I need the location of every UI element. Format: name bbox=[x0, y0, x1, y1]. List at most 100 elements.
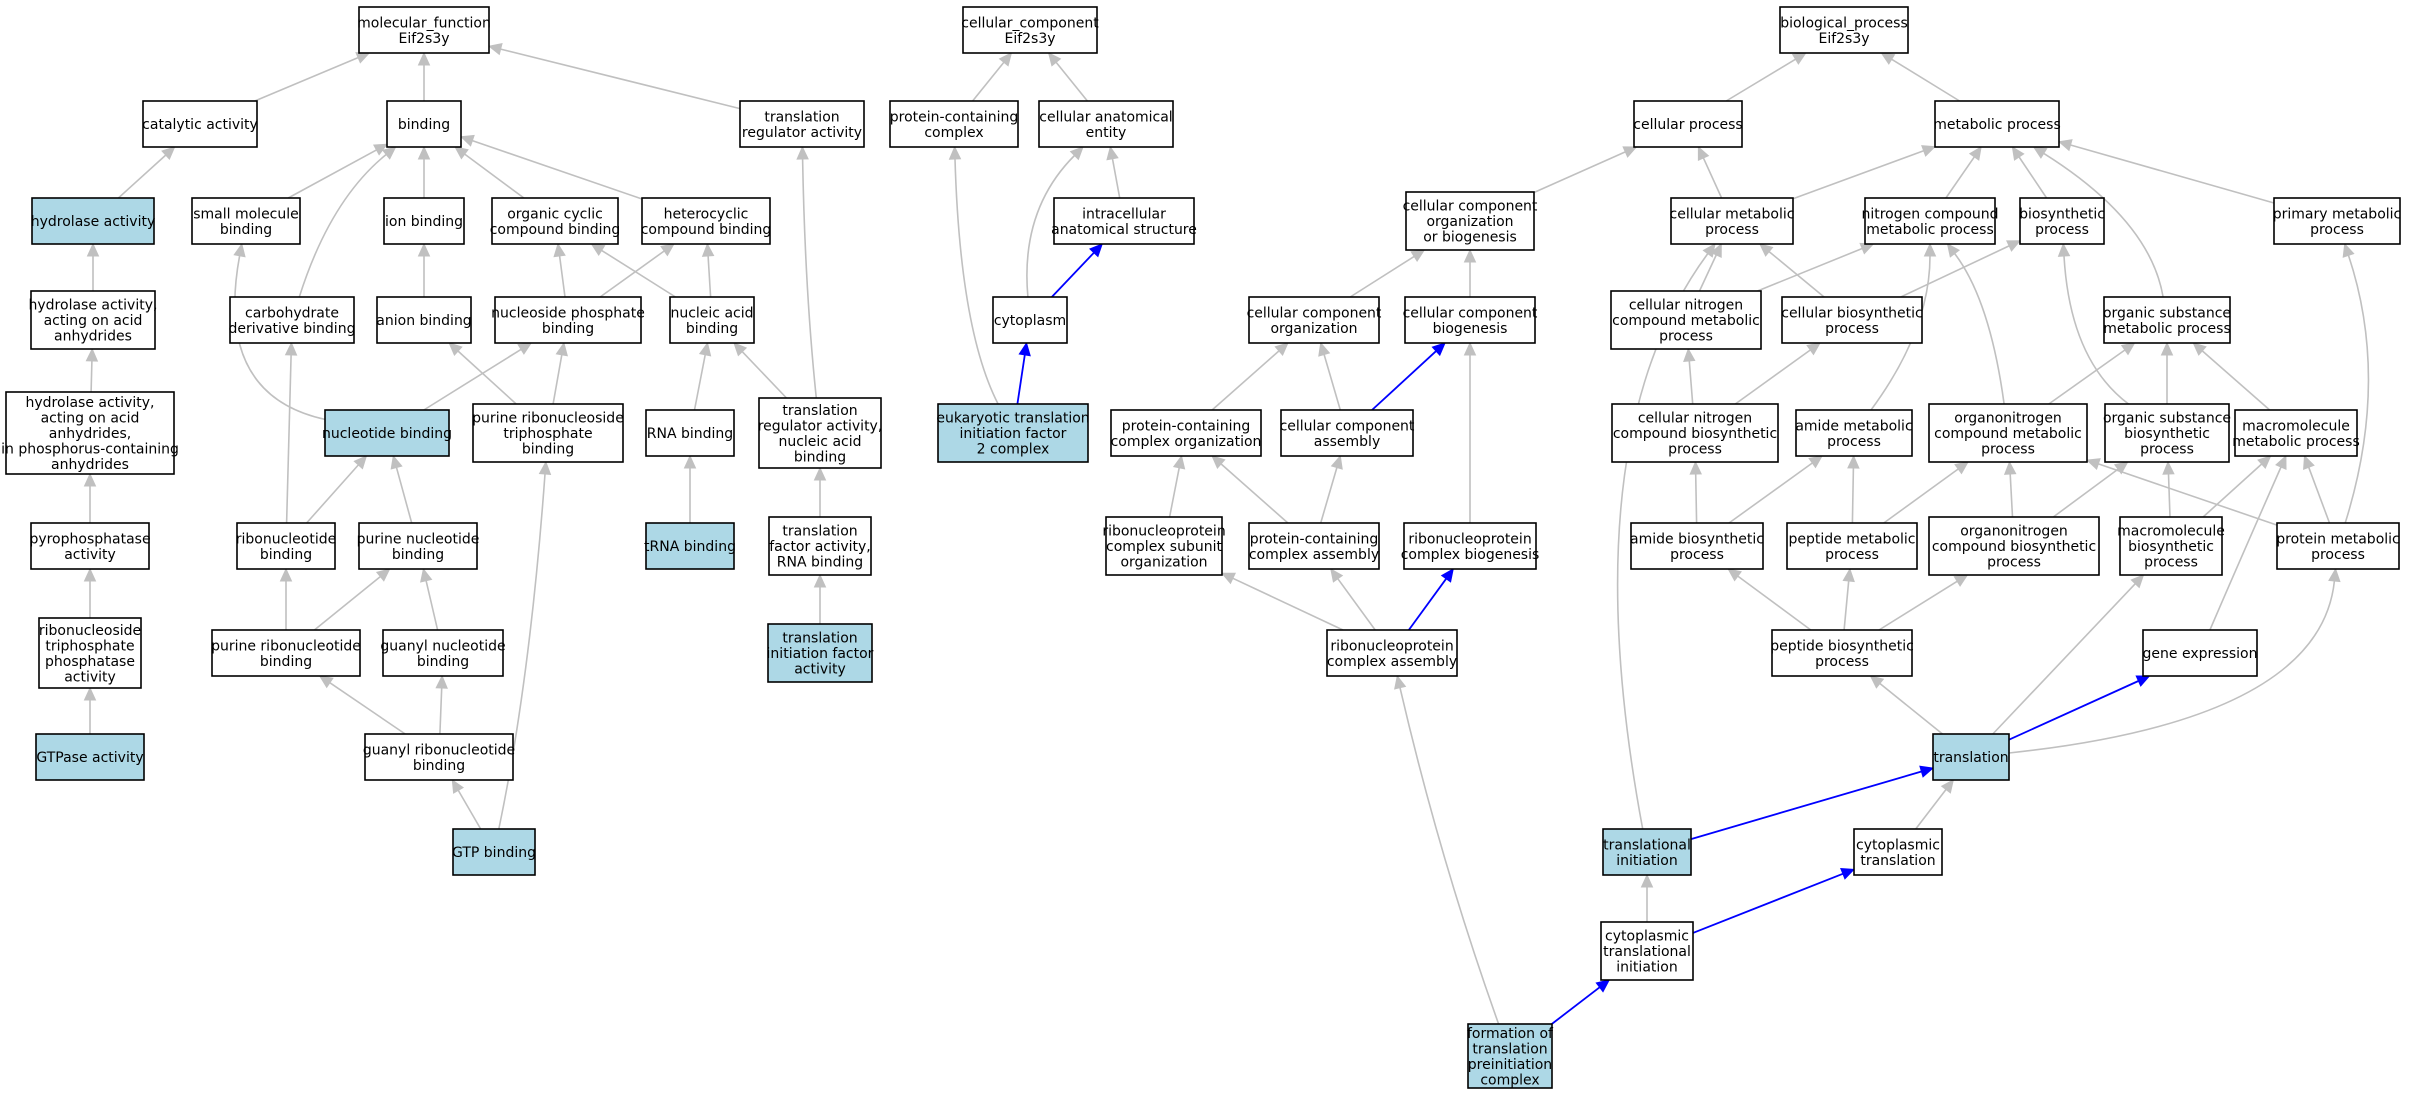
node-box bbox=[889, 100, 1019, 148]
edge-arrowhead bbox=[590, 243, 606, 257]
edge-orgnitro_bio-to-org_sub_bio bbox=[2052, 461, 2129, 518]
edge-nucleotide-to-nuc_phos bbox=[423, 342, 533, 411]
edge-arrowhead bbox=[1968, 146, 1982, 161]
node-label-line: metabolic process bbox=[1933, 117, 2061, 133]
node-label-line: process bbox=[1815, 654, 1869, 670]
edge-line bbox=[1843, 580, 1850, 631]
edge-line bbox=[1026, 154, 1076, 298]
edge-arrowhead bbox=[161, 146, 176, 161]
edges-layer bbox=[83, 43, 2370, 1025]
edge-line bbox=[425, 580, 439, 631]
node-label-line: 2 complex bbox=[977, 442, 1050, 458]
node-label-line: hydrolase activity, bbox=[26, 395, 155, 411]
node-label-line: complex bbox=[924, 125, 983, 141]
edge-line bbox=[1016, 354, 1026, 405]
edge-arrowhead bbox=[1842, 567, 1855, 583]
node-label-line: initiation bbox=[1616, 853, 1677, 869]
edge-translation-to-macro_bio bbox=[1992, 574, 2145, 735]
node-label-line: nucleoside phosphate bbox=[491, 305, 645, 321]
node-label-line: anatomical structure bbox=[1051, 222, 1197, 238]
node-box bbox=[1600, 921, 1694, 981]
node-label-line: hydrolase activity bbox=[31, 214, 156, 230]
node-label-line: GTPase activity bbox=[36, 750, 143, 766]
node-label-line: biosynthetic bbox=[2019, 206, 2105, 222]
edge-arrowhead bbox=[372, 143, 389, 156]
edge-tif-to-tf_rna bbox=[813, 573, 827, 624]
node-box bbox=[2119, 516, 2223, 576]
node-label-line: peptide metabolic bbox=[1789, 531, 1916, 547]
node-label-line: RNA binding bbox=[777, 555, 863, 571]
node-box bbox=[1928, 403, 2088, 463]
edge-line bbox=[254, 56, 359, 102]
node-box bbox=[1670, 197, 1794, 245]
edge-line bbox=[693, 354, 706, 411]
node-label-line: binding bbox=[417, 654, 469, 670]
edge-line bbox=[423, 348, 522, 411]
edge-arrowhead bbox=[2003, 460, 2017, 475]
edge-line bbox=[2167, 473, 2171, 518]
node-label-line: translation bbox=[1472, 1041, 1547, 1057]
edge-line bbox=[1883, 468, 1959, 524]
edge-line bbox=[1232, 577, 1344, 631]
node-label-line: regulator activity, bbox=[758, 418, 883, 434]
node-box bbox=[2276, 522, 2400, 570]
edge-arrowhead bbox=[998, 52, 1013, 67]
edge-pur_nuc-to-nucleotide bbox=[390, 454, 413, 524]
edge-guanyl_nuc-to-pur_nuc bbox=[420, 567, 439, 631]
node-label-line: nucleic acid bbox=[778, 434, 861, 450]
node-box bbox=[641, 197, 771, 245]
edge-line bbox=[2009, 473, 2014, 518]
edge-arrowhead bbox=[353, 455, 368, 470]
edge-line bbox=[1323, 354, 1342, 411]
edge-arrowhead bbox=[2328, 567, 2341, 583]
edge-arrowhead bbox=[698, 341, 712, 357]
node-label-line: compound biosynthetic bbox=[1932, 539, 2096, 555]
edge-arrowhead bbox=[1869, 675, 1885, 689]
go-term-node-metab: metabolic process bbox=[1933, 100, 2061, 148]
node-label-line: translation bbox=[782, 403, 857, 419]
edge-ion_bind-to-binding bbox=[417, 145, 431, 198]
node-label-line: Eif2s3y bbox=[1818, 31, 1869, 47]
edge-cell_biosyn-to-biosyn bbox=[1900, 240, 2022, 298]
edge-trans_init-to-translation bbox=[1690, 765, 1935, 840]
edge-pyro-to-hydro_p bbox=[83, 472, 97, 523]
node-label-line: guanyl nucleotide bbox=[380, 638, 505, 654]
edge-pur_rib_tri-to-anion bbox=[448, 342, 517, 405]
edge-cell_nitro_bio-to-cell_nitro bbox=[1683, 347, 1696, 405]
edge-pep_bio-to-orgnitro_bio bbox=[1878, 574, 1969, 631]
edge-line bbox=[500, 48, 741, 110]
edge-arrowhead bbox=[1806, 342, 1821, 356]
edge-cytoplasm-to-cell_anat bbox=[1026, 146, 1084, 298]
node-label-line: organization bbox=[1270, 321, 1357, 337]
node-label-line: process bbox=[1825, 547, 1879, 563]
node-box bbox=[758, 397, 882, 469]
edge-line bbox=[1319, 467, 1338, 524]
node-label-line: compound biosynthetic bbox=[1613, 426, 1777, 442]
node-label-line: process bbox=[2311, 547, 2365, 563]
node-box bbox=[386, 100, 462, 148]
edge-arrowhead bbox=[454, 146, 469, 160]
edge-arrowhead bbox=[1940, 779, 1955, 794]
node-box bbox=[2019, 197, 2105, 245]
edge-hydro_acid-to-hydrolase bbox=[86, 242, 100, 291]
node-box bbox=[376, 296, 472, 344]
node-label-line: process bbox=[1705, 222, 1759, 238]
node-box bbox=[1781, 296, 1923, 344]
edge-arrowhead bbox=[1697, 145, 1710, 161]
edge-trna-to-rna_bind bbox=[683, 454, 697, 523]
node-box bbox=[1105, 516, 1223, 576]
edge-arrowhead bbox=[1088, 243, 1104, 258]
edge-line bbox=[1757, 247, 1863, 292]
edge-line bbox=[1051, 252, 1095, 298]
edge-arrowhead bbox=[1791, 52, 1807, 65]
edge-form_tpc-to-cyto_trans_init bbox=[1551, 979, 1611, 1025]
node-box bbox=[1864, 197, 1996, 245]
edge-metab-to-bp bbox=[1880, 52, 1961, 102]
edge-hydrolase-to-catalytic bbox=[117, 146, 176, 199]
